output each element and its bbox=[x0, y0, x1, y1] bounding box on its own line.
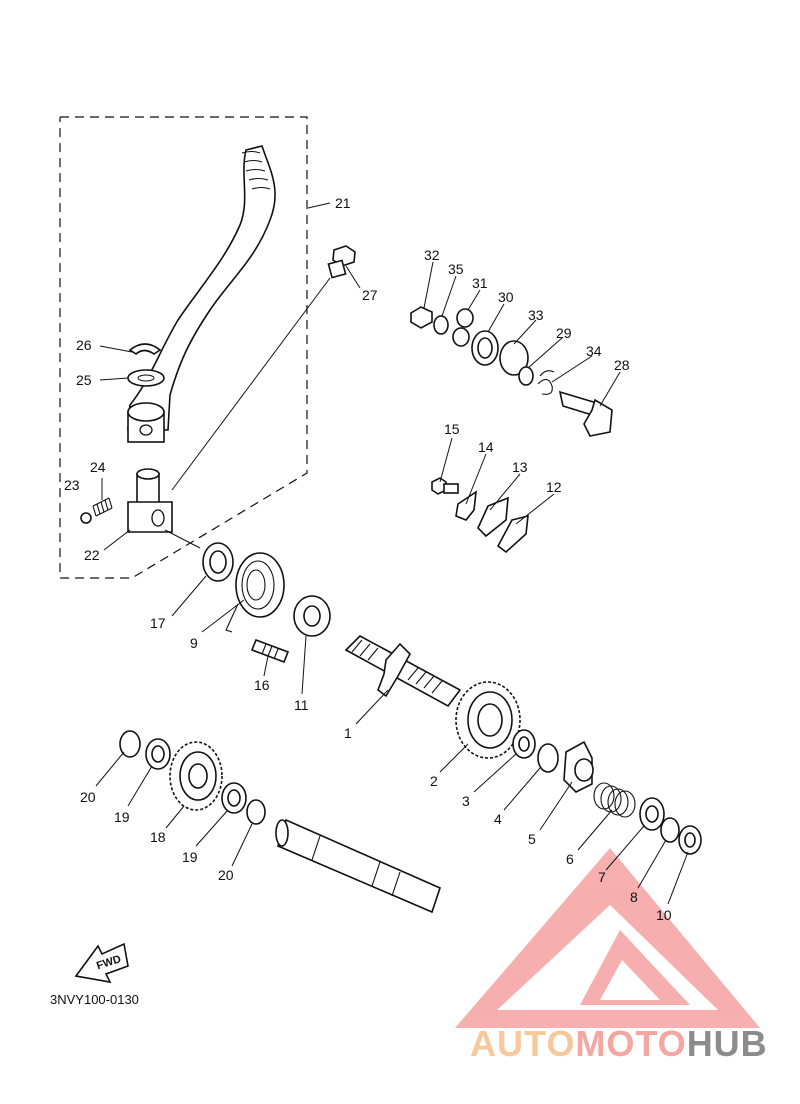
shaft-assembly-upper bbox=[410, 306, 613, 437]
callout-29: 29 bbox=[556, 325, 572, 341]
circlip-part-8 bbox=[660, 817, 680, 843]
callout-10: 10 bbox=[656, 907, 672, 923]
callout-25: 25 bbox=[76, 372, 92, 388]
spring-part-34 bbox=[537, 370, 555, 395]
spring-part-24 bbox=[92, 497, 113, 517]
callout-16: 16 bbox=[254, 677, 270, 693]
kick-axle-part-1 bbox=[344, 635, 462, 708]
watermark-wordmark: AUTOMOTOHUB bbox=[470, 1023, 768, 1064]
collar-part-11 bbox=[293, 595, 331, 637]
watermark-moto: MOTO bbox=[575, 1023, 686, 1064]
callout-22: 22 bbox=[84, 547, 100, 563]
callout-11: 11 bbox=[294, 697, 309, 713]
leader-lines bbox=[95, 202, 689, 905]
callout-24: 24 bbox=[90, 459, 106, 475]
callout-13: 13 bbox=[512, 459, 528, 475]
watermark-auto: AUTO bbox=[470, 1023, 575, 1064]
callout-8: 8 bbox=[630, 889, 638, 905]
kick-lever-group-boundary bbox=[59, 116, 308, 579]
plate-part-13 bbox=[477, 496, 509, 538]
circlip-part-26 bbox=[128, 343, 162, 356]
callout-19-left: 19 bbox=[114, 809, 130, 825]
pin-part-16 bbox=[250, 638, 290, 664]
fwd-direction-icon: FWD bbox=[74, 942, 129, 984]
callout-34: 34 bbox=[586, 343, 602, 359]
callout-18: 18 bbox=[150, 829, 166, 845]
callout-1: 1 bbox=[344, 725, 352, 741]
callout-6: 6 bbox=[566, 851, 574, 867]
ball-part-23 bbox=[80, 512, 92, 524]
callout-20-left: 20 bbox=[80, 789, 96, 805]
callout-31: 31 bbox=[472, 275, 488, 291]
callout-3: 3 bbox=[462, 793, 470, 809]
ratchet-part-5 bbox=[563, 740, 594, 793]
callout-9: 9 bbox=[190, 635, 198, 651]
callout-7: 7 bbox=[598, 869, 606, 885]
callout-35: 35 bbox=[448, 261, 464, 277]
circlip-part-20-right bbox=[246, 799, 266, 825]
watermark-triangle-logo bbox=[455, 848, 760, 1028]
shaft-part-28 bbox=[558, 390, 613, 437]
kick-gear-part-2 bbox=[455, 681, 521, 759]
circlip-part-4 bbox=[537, 743, 559, 773]
washer-part-33 bbox=[499, 340, 529, 376]
washer-part-10 bbox=[678, 825, 702, 855]
washer-part-3 bbox=[512, 729, 536, 759]
callout-27: 27 bbox=[362, 287, 378, 303]
callout-19-right: 19 bbox=[182, 849, 198, 865]
bearing-part-30 bbox=[471, 330, 499, 366]
callout-33: 33 bbox=[528, 307, 544, 323]
callout-23: 23 bbox=[64, 477, 80, 493]
callout-21: 21 bbox=[335, 195, 351, 211]
bearing-part-17 bbox=[202, 542, 234, 582]
main-axle-outline bbox=[275, 818, 441, 914]
kick-boss-part-22 bbox=[127, 468, 173, 533]
washer-part-19-left bbox=[145, 738, 171, 770]
plate-part-14 bbox=[455, 490, 477, 521]
callout-30: 30 bbox=[498, 289, 514, 305]
circlip-part-29 bbox=[518, 366, 534, 386]
washer-part-7 bbox=[639, 797, 665, 831]
callout-15: 15 bbox=[444, 421, 460, 437]
plate-group bbox=[431, 477, 529, 554]
spring-part-6 bbox=[593, 782, 636, 818]
callout-28: 28 bbox=[614, 357, 630, 373]
washer-part-35 bbox=[433, 315, 449, 335]
callout-32: 32 bbox=[424, 247, 440, 263]
callout-2: 2 bbox=[430, 773, 438, 789]
washer-part-19-right bbox=[221, 782, 247, 814]
diagram-part-code: 3NVY100-0130 bbox=[50, 992, 139, 1007]
bolt-part-15 bbox=[431, 477, 459, 495]
callout-26: 26 bbox=[76, 337, 92, 353]
bolt-part-27 bbox=[327, 245, 356, 279]
callout-17: 17 bbox=[150, 615, 166, 631]
callout-20-right: 20 bbox=[218, 867, 234, 883]
idler-gear-part-18 bbox=[169, 741, 223, 811]
torsion-spring-part-9 bbox=[225, 552, 285, 633]
kick-lever-part bbox=[127, 145, 276, 443]
callout-12: 12 bbox=[546, 479, 562, 495]
callout-14: 14 bbox=[478, 439, 494, 455]
callout-5: 5 bbox=[528, 831, 536, 847]
circlip-part-20-left bbox=[119, 730, 141, 758]
nut-part-32 bbox=[410, 306, 433, 329]
callout-4: 4 bbox=[494, 811, 502, 827]
watermark-hub: HUB bbox=[687, 1023, 768, 1064]
plate-part-31 bbox=[452, 308, 474, 347]
callout-labels: 21 27 26 25 24 23 22 32 35 31 30 33 29 3… bbox=[64, 195, 672, 923]
